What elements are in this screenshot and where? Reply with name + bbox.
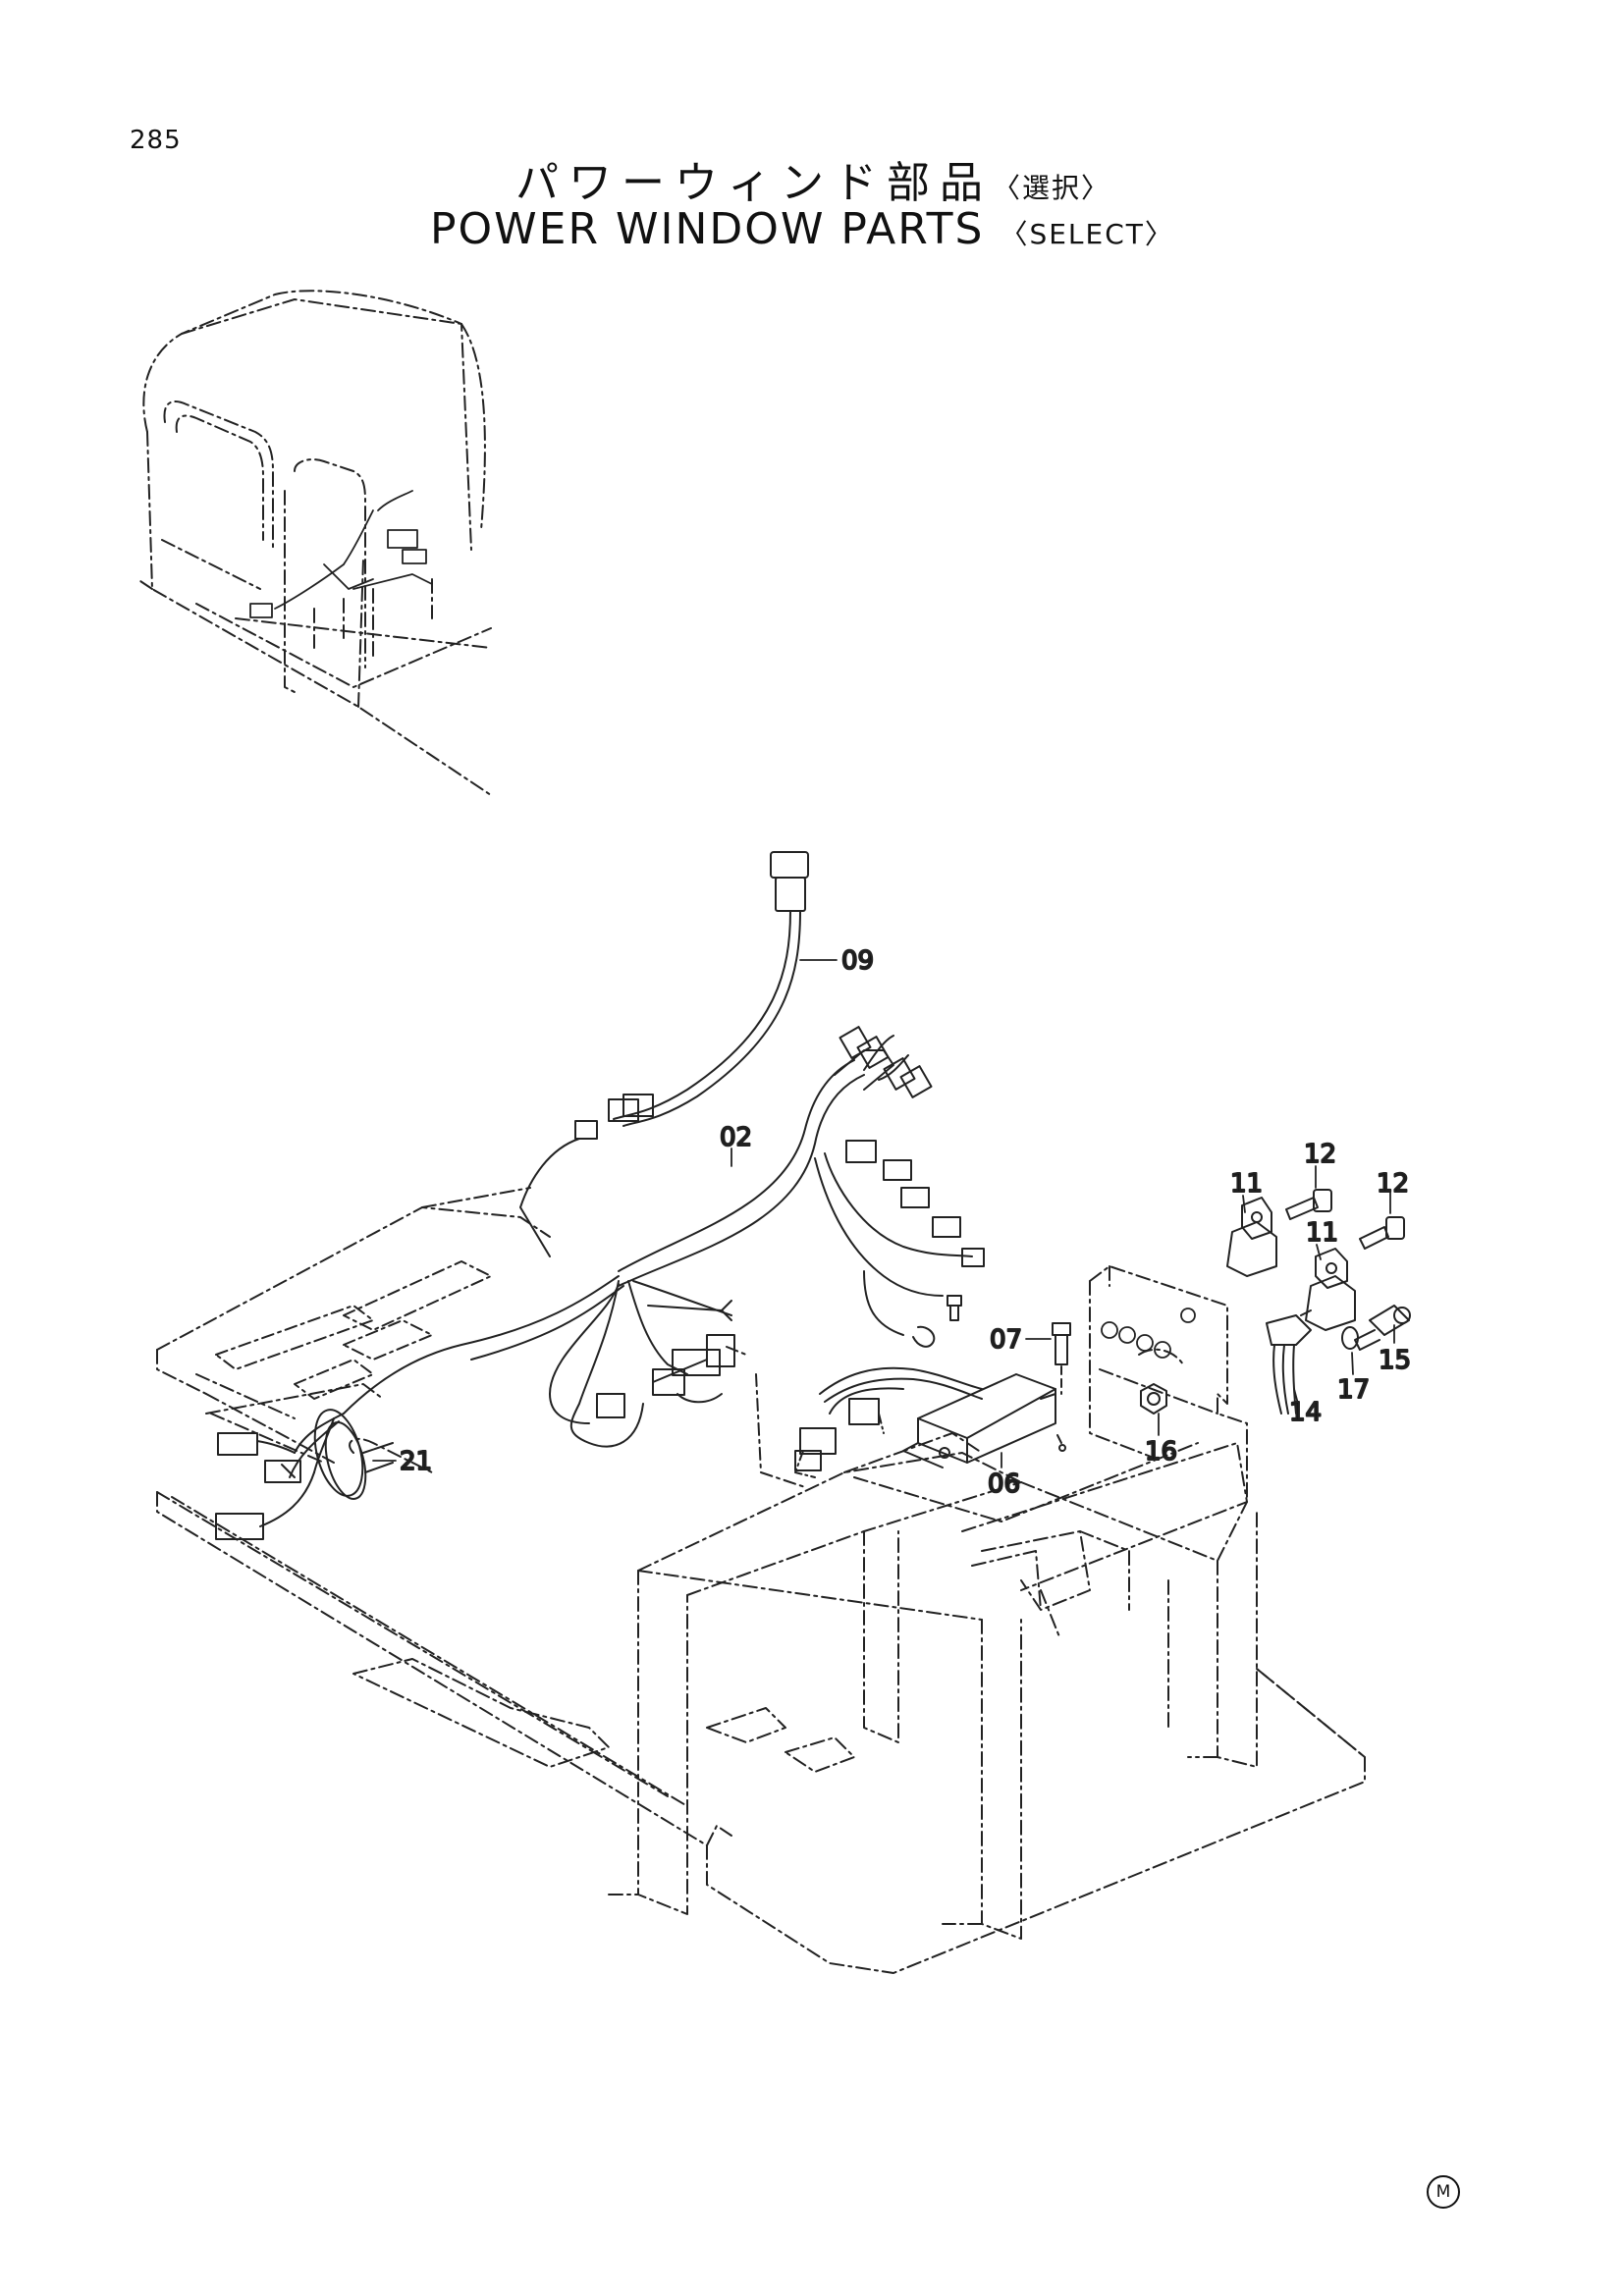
- callout-21: 21: [400, 1447, 432, 1476]
- title-jp-sub: 〈選択〉: [993, 172, 1111, 204]
- part-16-nut: [1140, 1383, 1167, 1415]
- callout-02: 02: [720, 1123, 752, 1152]
- callout-17: 17: [1337, 1375, 1370, 1405]
- model-mark: M: [1427, 2175, 1460, 2209]
- title-en-main: POWER WINDOW PARTS: [430, 204, 985, 254]
- console-frame: [608, 1432, 1258, 1940]
- callout-09: 09: [841, 946, 874, 976]
- part-15-bolt: [1354, 1305, 1411, 1351]
- harness-branches: [343, 1275, 806, 1488]
- floor-recess-pads: [215, 1260, 492, 1400]
- cab-overview-drawing: [136, 290, 492, 796]
- part-09-harness: [519, 851, 809, 1257]
- callout-06: 06: [988, 1469, 1020, 1499]
- title-english: POWER WINDOW PARTS 〈SELECT〉: [430, 204, 1174, 254]
- part-11-relay-lower: [1305, 1248, 1356, 1331]
- title-jp-main: パワーウィンド部品: [515, 158, 993, 208]
- callout-16: 16: [1145, 1437, 1177, 1467]
- callout-11-upper: 11: [1230, 1169, 1263, 1199]
- callout-15: 15: [1379, 1346, 1411, 1375]
- part-21-harness-clip: [215, 1409, 394, 1540]
- callout-14: 14: [1289, 1398, 1322, 1427]
- part-06-controller-box: [902, 1373, 1056, 1468]
- part-07-screw: [1052, 1322, 1071, 1452]
- leader-lines: [372, 959, 1395, 1468]
- part-17-washer: [1341, 1326, 1359, 1350]
- callout-11-lower: 11: [1306, 1218, 1338, 1248]
- bracket-holes: [1101, 1308, 1196, 1359]
- callout-07: 07: [990, 1325, 1022, 1355]
- part-14-switch: [1266, 1309, 1312, 1415]
- part-12-bolt-upper: [1285, 1189, 1332, 1220]
- part-02-main-harness: [618, 1026, 985, 1348]
- title-japanese: パワーウィンド部品〈選択〉: [515, 147, 1110, 210]
- sub-harness: [794, 1366, 983, 1478]
- title-en-sub: 〈SELECT〉: [1000, 218, 1174, 250]
- callout-12-upper: 12: [1304, 1140, 1336, 1169]
- floor-plate: [156, 1187, 1366, 1974]
- mounting-bracket-plate: [1089, 1265, 1248, 1503]
- cab-harness-detail: [249, 490, 433, 618]
- part-12-bolt-lower: [1359, 1216, 1405, 1250]
- page-number: 285: [130, 126, 182, 155]
- small-screw-near-02: [947, 1295, 962, 1321]
- part-11-relay-upper: [1226, 1197, 1277, 1277]
- callout-12-lower: 12: [1377, 1169, 1409, 1199]
